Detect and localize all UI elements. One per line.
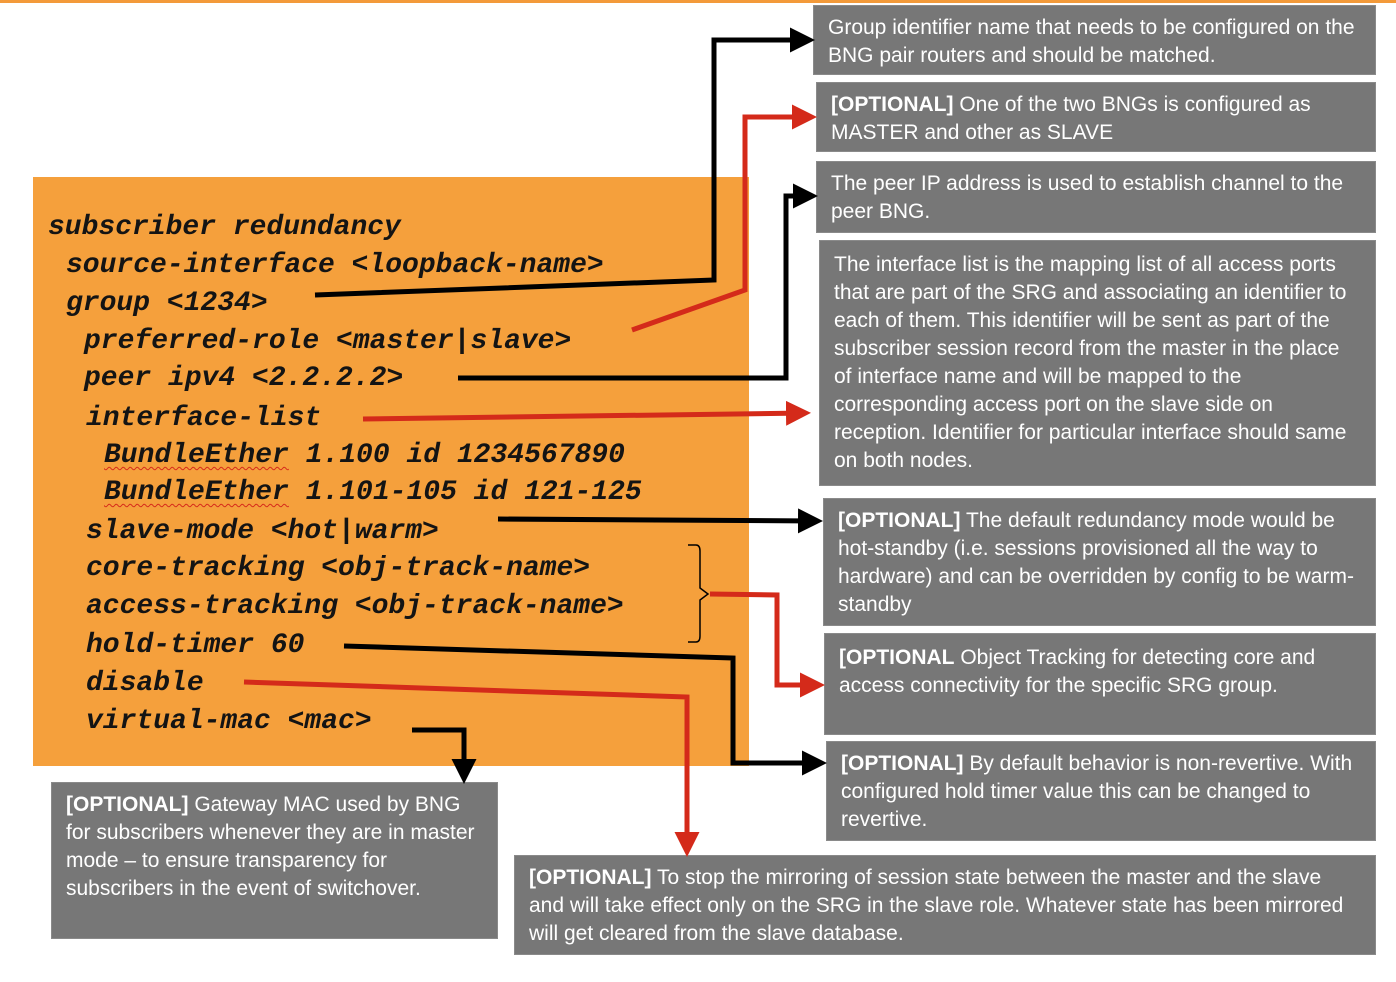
code-line-bundle-ether-1: BundleEther 1.100 id 1234567890 (104, 440, 625, 472)
bundle-ether-args: 1.100 id 1234567890 (288, 440, 625, 471)
note-hold-timer: [OPTIONAL] By default behavior is non-re… (826, 741, 1376, 841)
note-interface-list-text: The interface list is the mapping list o… (834, 253, 1347, 472)
optional-tag: [OPTIONAL] (66, 793, 189, 816)
code-line-subscriber-redundancy: subscriber redundancy (48, 212, 401, 243)
code-line-preferred-role: preferred-role <master|slave> (84, 326, 572, 357)
bundle-ether-keyword: BundleEther (104, 477, 289, 508)
note-peer-text: The peer IP address is used to establish… (831, 172, 1344, 223)
arrow-virtual-mac (412, 727, 477, 784)
note-hold-timer-text: By default behavior is non-revertive. Wi… (841, 752, 1353, 831)
note-interface-list: The interface list is the mapping list o… (819, 240, 1376, 486)
code-line-source-interface: source-interface <loopback-name> (66, 250, 604, 281)
note-disable-text: To stop the mirroring of session state b… (529, 866, 1344, 945)
note-virtual-mac-text: Gateway MAC used by BNG for subscribers … (66, 793, 475, 900)
note-group: Group identifier name that needs to be c… (813, 5, 1376, 75)
code-line-access-tracking: access-tracking <obj-track-name> (86, 591, 624, 622)
optional-tag: [OPTIONAL] (838, 509, 961, 532)
code-line-group: group <1234> (66, 288, 268, 319)
note-slave-mode-text: The default redundancy mode would be hot… (838, 509, 1354, 616)
note-preferred-role: [OPTIONAL] One of the two BNGs is config… (816, 82, 1376, 152)
arrow-tracking (709, 591, 825, 698)
code-line-hold-timer: hold-timer 60 (86, 630, 305, 661)
arrow-slave-mode (497, 508, 823, 534)
code-panel (33, 177, 749, 766)
note-group-text: Group identifier name that needs to be c… (828, 16, 1355, 67)
code-line-disable: disable (86, 668, 204, 699)
arrow-interface-list (362, 400, 811, 426)
code-line-bundle-ether-2: BundleEther 1.101-105 id 121-125 (104, 477, 642, 509)
code-line-slave-mode: slave-mode <hot|warm> (86, 516, 439, 547)
tracking-brace (688, 544, 710, 643)
bundle-ether-args: 1.101-105 id 121-125 (288, 477, 642, 508)
code-line-interface-list: interface-list (86, 403, 322, 434)
note-peer: The peer IP address is used to establish… (816, 161, 1376, 233)
optional-tag: [OPTIONAL] (841, 752, 964, 775)
arrow-preferred-role (631, 104, 817, 333)
arrow-group (314, 27, 815, 298)
note-disable: [OPTIONAL] To stop the mirroring of sess… (514, 855, 1376, 955)
top-accent-line (0, 0, 1396, 3)
arrow-hold-timer (343, 643, 827, 776)
code-line-core-tracking: core-tracking <obj-track-name> (86, 553, 591, 584)
optional-tag: [OPTIONAL (839, 646, 955, 669)
note-tracking-text: Object Tracking for detecting core and a… (839, 646, 1316, 697)
bundle-ether-keyword: BundleEther (104, 440, 289, 471)
arrow-peer (458, 183, 818, 381)
note-slave-mode: [OPTIONAL] The default redundancy mode w… (823, 498, 1376, 626)
arrow-disable (243, 679, 700, 857)
code-line-virtual-mac: virtual-mac <mac> (86, 706, 372, 737)
note-tracking: [OPTIONAL Object Tracking for detecting … (824, 633, 1376, 735)
optional-tag: [OPTIONAL] (529, 866, 652, 889)
optional-tag: [OPTIONAL] (831, 93, 954, 116)
note-virtual-mac: [OPTIONAL] Gateway MAC used by BNG for s… (51, 782, 498, 939)
note-preferred-role-text: One of the two BNGs is configured as MAS… (831, 93, 1311, 144)
code-line-peer-ipv4: peer ipv4 <2.2.2.2> (84, 363, 404, 394)
